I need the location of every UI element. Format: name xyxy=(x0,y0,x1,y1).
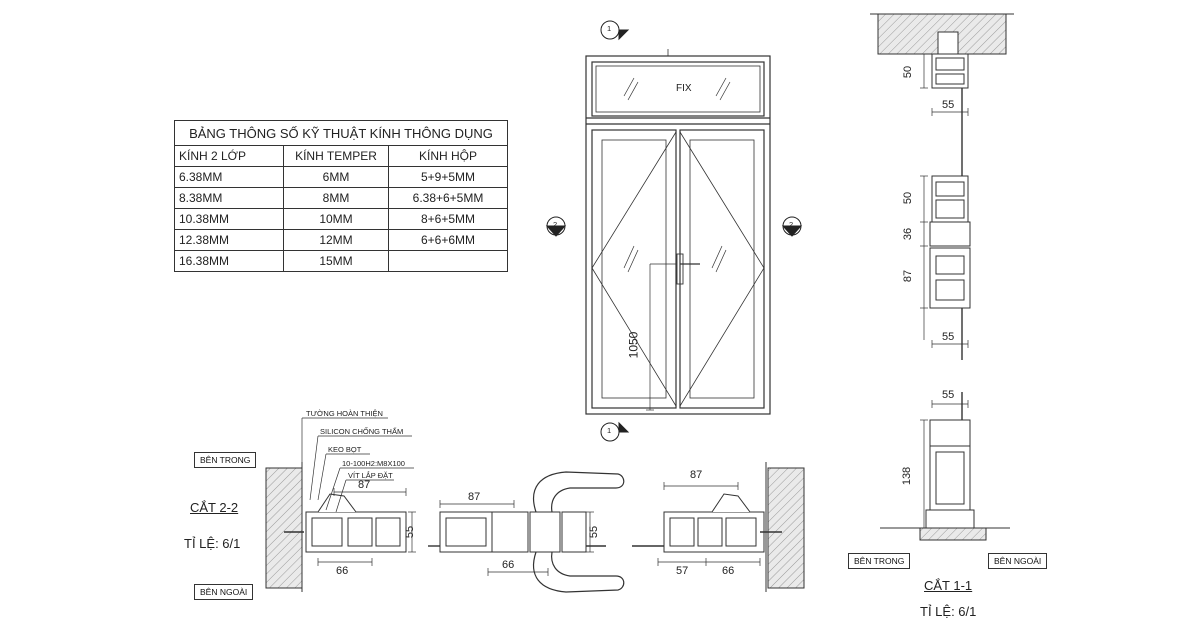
dimension-label: 87 xyxy=(468,491,481,503)
table-row: 16.38MM 15MM xyxy=(174,250,508,272)
table-title: BẢNG THÔNG SỐ KỸ THUẬT KÍNH THÔNG DỤNG xyxy=(174,120,508,146)
callout-label: SILICON CHỐNG THẤM xyxy=(320,427,404,436)
dimension-label: 50 xyxy=(902,65,915,79)
table-cell: 10MM xyxy=(283,208,389,230)
dimension-label: 57 xyxy=(676,565,689,577)
table-cell: 10.38MM xyxy=(174,208,284,230)
table-header: KÍNH TEMPER xyxy=(283,145,389,167)
dimension-label: 36 xyxy=(902,227,915,241)
table-cell: 12.38MM xyxy=(174,229,284,251)
dimension-label: 55 xyxy=(404,525,417,539)
fix-label: FIX xyxy=(676,83,692,94)
section-marker-label: 2 xyxy=(553,220,558,229)
table-cell: 16.38MM xyxy=(174,250,284,272)
dimension-label: 55 xyxy=(942,99,955,111)
table-header: KÍNH HỘP xyxy=(388,145,508,167)
dimension-label: 87 xyxy=(358,479,371,491)
outside-label: BÊN NGOÀI xyxy=(988,553,1048,569)
section-marker-label: 2 xyxy=(789,220,794,229)
callout-label: KEO BỌT xyxy=(328,445,362,454)
section-2-2-drawing xyxy=(265,417,805,593)
dimension-label: 66 xyxy=(502,559,515,571)
section-1-1-drawing xyxy=(870,13,1014,541)
table-row: 8.38MM 8MM 6.38+6+5MM xyxy=(174,187,508,209)
dimension-label: 66 xyxy=(336,565,349,577)
table-cell: 6.38+6+5MM xyxy=(388,187,508,209)
section-marker-label: 1 xyxy=(607,426,612,435)
table-cell: 15MM xyxy=(283,250,389,272)
glass-spec-table: BẢNG THÔNG SỐ KỸ THUẬT KÍNH THÔNG DỤNG K… xyxy=(174,120,508,272)
dimension-label: 55 xyxy=(942,331,955,343)
door-elevation xyxy=(585,49,771,415)
inside-label: BÊN TRONG xyxy=(848,553,911,569)
table-row: 12.38MM 12MM 6+6+6MM xyxy=(174,229,508,251)
dimension-label: 66 xyxy=(722,565,735,577)
section-scale: TỈ LỆ: 6/1 xyxy=(920,604,977,619)
table-cell: 5+9+5MM xyxy=(388,166,508,188)
inside-label: BÊN TRONG xyxy=(194,452,257,468)
section-scale: TỈ LỆ: 6/1 xyxy=(184,536,241,551)
dimension-label: 55 xyxy=(588,525,601,539)
dimension-label: 50 xyxy=(902,191,915,205)
callout-label: VÍT LẮP ĐẶT xyxy=(348,471,393,480)
table-row: 10.38MM 10MM 8+6+5MM xyxy=(174,208,508,230)
callout-label: TƯỜNG HOÀN THIỆN xyxy=(306,409,383,418)
table-cell: 6MM xyxy=(283,166,389,188)
dimension-label: 87 xyxy=(902,269,915,283)
table-cell: 8.38MM xyxy=(174,187,284,209)
table-header: KÍNH 2 LỚP xyxy=(174,145,284,167)
table-cell: 6+6+6MM xyxy=(388,229,508,251)
callout-label: 10-100H2:M8X100 xyxy=(342,459,405,468)
section-title: CẮT 2-2 xyxy=(190,500,239,515)
dimension-label: 138 xyxy=(901,466,914,486)
table-row: 6.38MM 6MM 5+9+5MM xyxy=(174,166,508,188)
dimension-label: 87 xyxy=(690,469,703,481)
height-dimension: 1050 xyxy=(626,331,641,359)
table-cell: 6.38MM xyxy=(174,166,284,188)
dimension-label: 55 xyxy=(942,389,955,401)
table-cell xyxy=(388,250,508,272)
outside-label: BÊN NGOÀI xyxy=(194,584,254,600)
section-marker-label: 1 xyxy=(607,24,612,33)
table-cell: 8+6+5MM xyxy=(388,208,508,230)
section-title: CẮT 1-1 xyxy=(924,578,973,593)
table-cell: 8MM xyxy=(283,187,389,209)
section-markers xyxy=(545,20,803,442)
table-cell: 12MM xyxy=(283,229,389,251)
